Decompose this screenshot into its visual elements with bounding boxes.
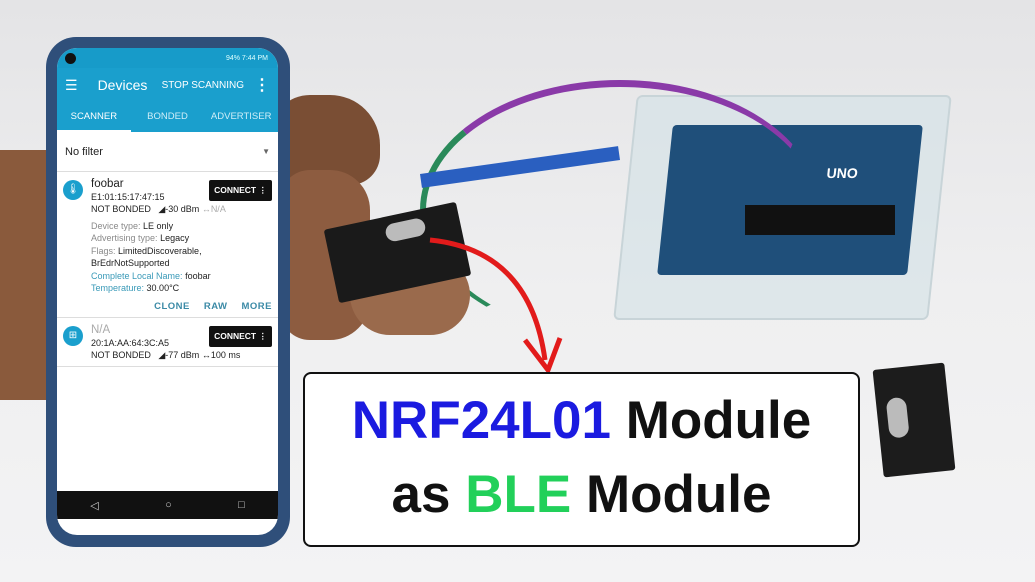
connect-button[interactable]: CONNECT ⋮ [209,180,272,201]
camera-icon [65,53,76,64]
more-vert-icon[interactable]: ⋮ [254,77,270,94]
device-name: N/A [91,324,111,336]
device-address: E1:01:15:17:47:15 [91,191,165,202]
device-name: foobar [91,178,124,190]
interval-icon: ↔ [201,204,211,214]
dropdown-arrow-icon: ▼ [262,147,270,156]
title-module-2: Module [585,465,772,524]
signal-icon: ◢ [158,350,166,360]
signal-icon: ◢ [158,204,166,214]
connect-button[interactable]: CONNECT ⋮ [209,326,272,347]
interval: N/A [210,204,226,214]
nrf24l01-module [872,362,956,478]
nav-bar: ◁ ○ □ [57,491,278,519]
battery-level: 94% [225,54,240,62]
windows-icon: ⊞ [63,326,83,346]
tab-advertiser[interactable]: ADVERTISER [210,111,272,122]
phone-screen: 94% 7:44 PM ☰ Devices STOP SCANNING ⋮ SC… [57,48,278,535]
bond-state: NOT BONDED [91,350,151,360]
rssi: -77 dBm [165,350,200,360]
device-card[interactable]: 🌡 foobar E1:01:15:17:47:15 NOT BONDED ◢-… [57,172,278,318]
title-box: NRF24L01 Module as BLE Module [303,372,860,547]
thermometer-icon: 🌡 [63,180,83,200]
filter-dropdown[interactable]: No filter ▼ [57,132,278,172]
more-button[interactable]: MORE [241,300,272,312]
title-ble: BLE [465,465,572,524]
tab-bonded[interactable]: BONDED [147,111,188,122]
clone-button[interactable]: CLONE [154,300,190,312]
home-icon[interactable]: ○ [165,499,172,511]
tab-scanner[interactable]: SCANNER [57,102,131,132]
interval: 100 ms [210,350,241,360]
toolbar: ☰ Devices STOP SCANNING ⋮ [57,68,278,102]
title-as: as [391,465,451,524]
phone: 94% 7:44 PM ☰ Devices STOP SCANNING ⋮ SC… [46,37,290,547]
bond-state: NOT BONDED [91,204,151,214]
tab-bar: SCANNER BONDED ADVERTISER [57,102,278,132]
board-label: UNO [825,165,859,181]
device-address: 20:1A:AA:64:3C:A5 [91,337,170,348]
recents-icon[interactable]: □ [238,499,245,511]
title-module: Module [625,391,812,450]
back-icon[interactable]: ◁ [90,499,99,512]
detail-local-name: Complete Local Name: foobar [91,270,211,281]
raw-button[interactable]: RAW [203,300,228,312]
page-title: Devices [97,77,148,93]
stop-scanning-button[interactable]: STOP SCANNING [161,79,244,91]
detail-temperature: Temperature: 30.00°C [91,283,180,293]
detail-adv-type: Advertising type: Legacy [91,233,190,243]
red-arrow [429,237,563,376]
detail-device-type: Device type: LE only [91,220,174,231]
device-card[interactable]: ⊞ N/A 20:1A:AA:64:3C:A5 NOT BONDED ◢-77 … [57,318,278,367]
interval-icon: ↔ [201,350,211,360]
clock: 7:44 PM [241,54,268,62]
status-bar: 94% 7:44 PM [57,48,278,68]
detail-flags: Flags: LimitedDiscoverable, BrEdrNotSupp… [91,245,202,269]
title-nrf24l01: NRF24L01 [351,391,611,450]
menu-icon[interactable]: ☰ [65,76,78,93]
filter-value: No filter [65,145,103,158]
rssi: -30 dBm [165,204,200,214]
